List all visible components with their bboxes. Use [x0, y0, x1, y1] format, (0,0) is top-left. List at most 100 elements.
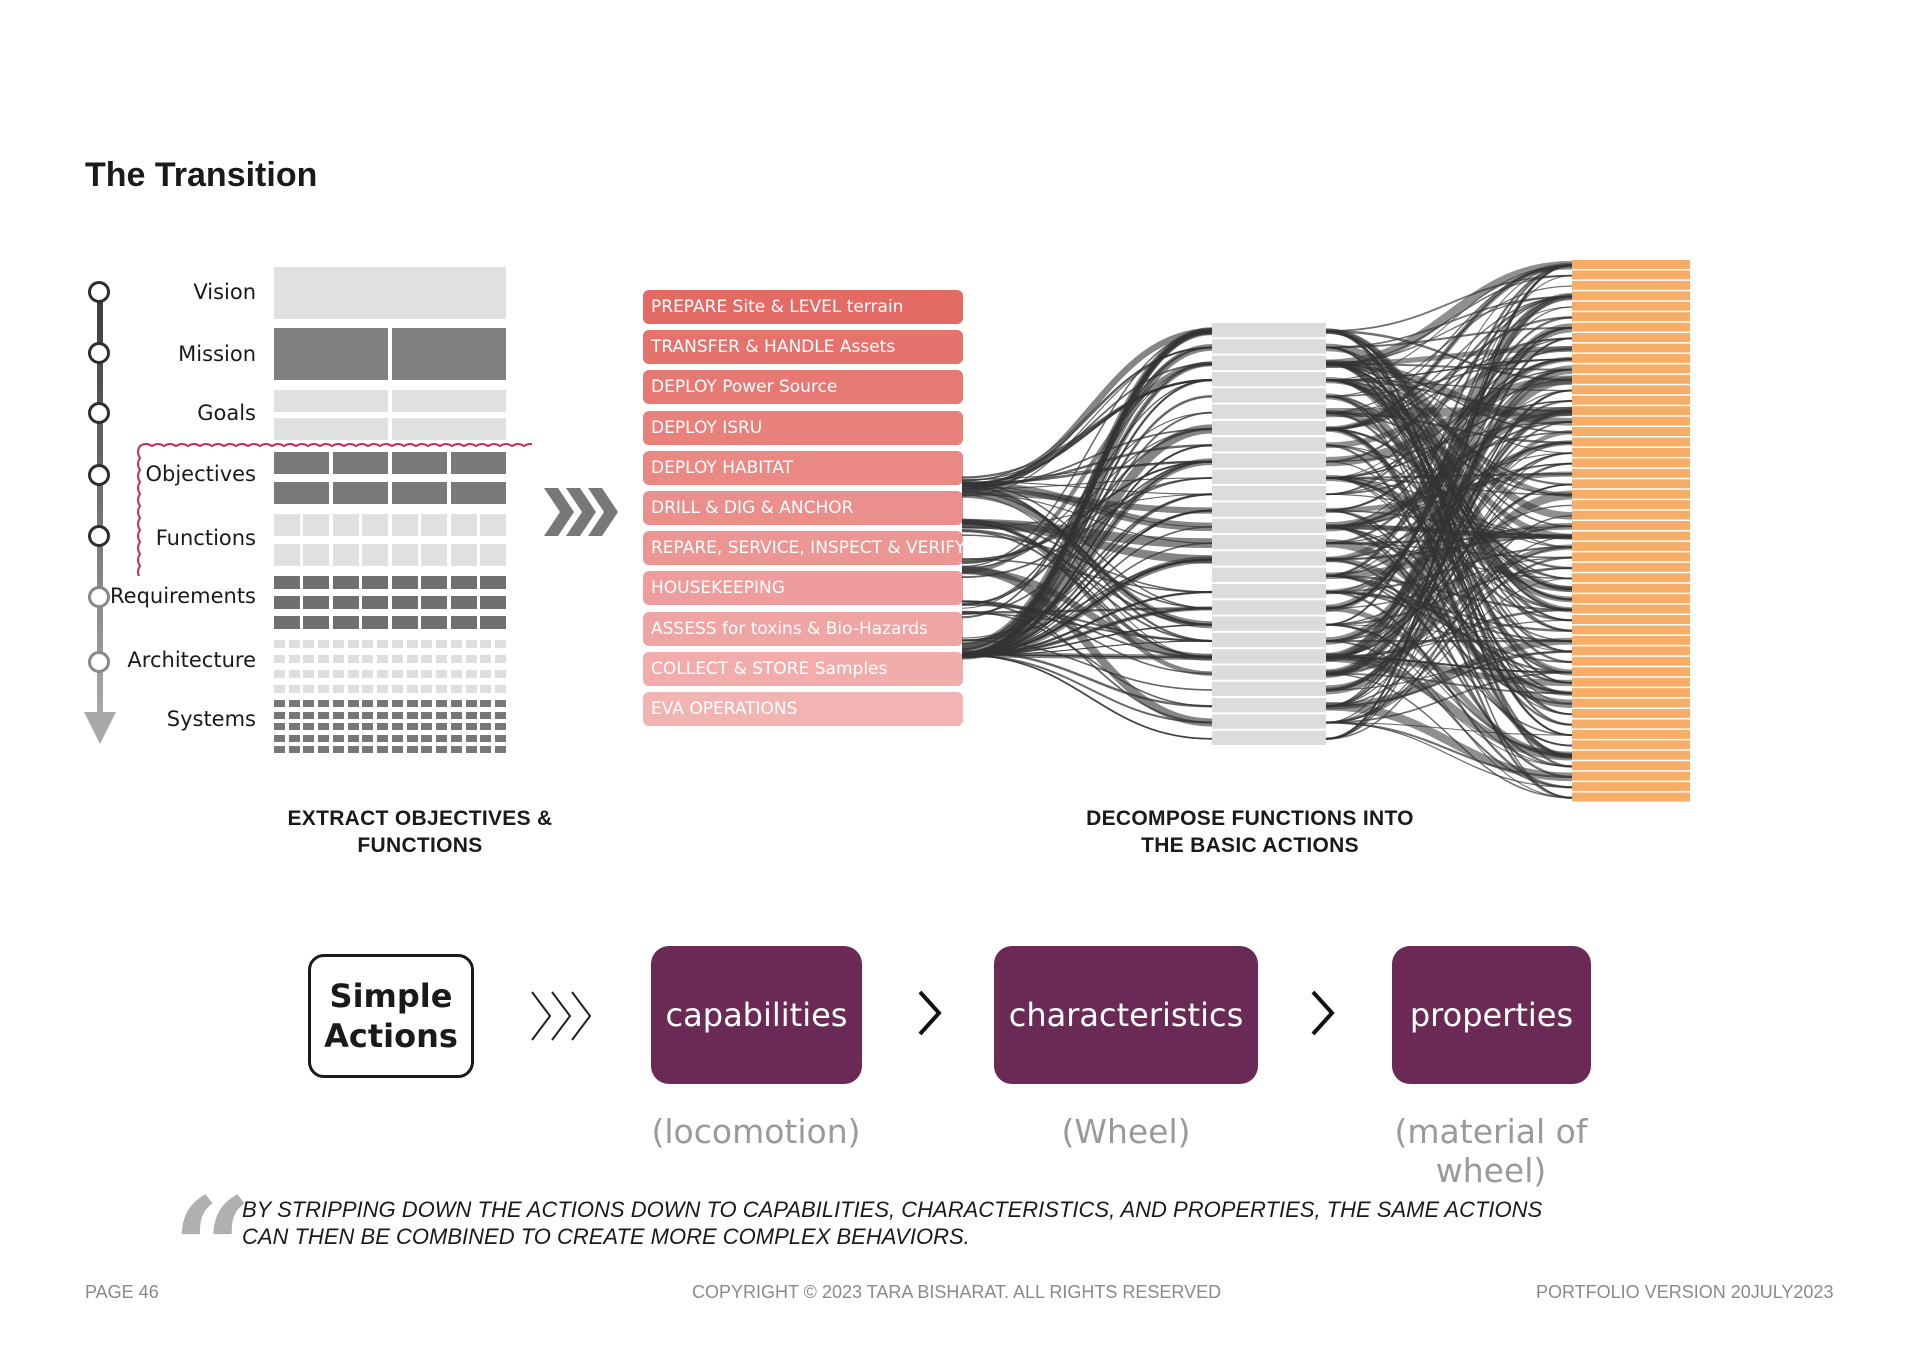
footer-version: PORTFOLIO VERSION 20JULY2023: [1536, 1282, 1834, 1302]
system-block: [362, 723, 374, 730]
architecture-block: [421, 655, 433, 663]
basic-action-bar: [1212, 339, 1326, 354]
function-block: [274, 544, 300, 566]
sankey-link: [961, 482, 1213, 610]
hierarchy-level-label: Requirements: [110, 584, 256, 608]
function-item: DEPLOY Power Source: [643, 370, 963, 405]
architecture-block: [391, 655, 403, 663]
property-bar: [1572, 698, 1690, 708]
system-block: [436, 700, 448, 707]
properties-box: properties: [1392, 946, 1591, 1084]
system-block: [421, 711, 433, 719]
requirement-block: [480, 616, 506, 629]
system-block: [391, 723, 403, 730]
system-block: [288, 700, 300, 707]
timeline-node: [88, 464, 110, 486]
sankey-link: [1325, 462, 1573, 692]
architecture-block: [362, 640, 374, 648]
function-block: [480, 514, 506, 536]
function-item: TRANSFER & HANDLE Assets: [643, 330, 963, 365]
system-block: [465, 734, 477, 742]
architecture-block: [377, 640, 389, 648]
system-block: [347, 734, 359, 742]
sankey-link: [961, 361, 1213, 574]
sankey-link: [1325, 362, 1573, 528]
architecture-block: [318, 685, 330, 693]
system-block: [303, 746, 315, 753]
sankey-link: [1325, 274, 1573, 333]
requirement-block: [303, 576, 330, 589]
system-block: [347, 746, 359, 753]
sankey-link: [961, 330, 1213, 568]
system-block: [480, 734, 492, 742]
sankey-link: [961, 444, 1213, 657]
basic-action-bar: [1212, 535, 1326, 550]
hierarchy-level-label: Vision: [193, 280, 256, 304]
property-bar: [1572, 646, 1690, 656]
architecture-block: [436, 640, 448, 648]
architecture-block: [288, 685, 300, 693]
property-bar: [1572, 792, 1690, 802]
system-block: [274, 734, 285, 742]
property-bar: [1572, 427, 1690, 437]
architecture-block: [406, 670, 418, 678]
system-block: [436, 734, 448, 742]
property-bar: [1572, 677, 1690, 687]
caption-line: DECOMPOSE FUNCTIONS INTO: [1086, 807, 1414, 830]
requirement-block: [421, 616, 448, 629]
sankey-link: [961, 600, 1213, 675]
system-block: [303, 734, 315, 742]
function-block: [391, 514, 418, 536]
sankey-link: [961, 530, 1213, 659]
basic-actions-column: [1212, 323, 1326, 745]
sankey-link: [1325, 378, 1573, 601]
architecture-block: [288, 670, 300, 678]
goal-block: [392, 418, 506, 440]
sankey-link: [961, 428, 1213, 488]
hierarchy-level-label: Goals: [197, 401, 256, 425]
sankey-link: [1325, 361, 1573, 498]
system-block: [421, 746, 433, 753]
architecture-block: [318, 640, 330, 648]
property-bar: [1572, 750, 1690, 760]
property-bar: [1572, 406, 1690, 416]
architecture-block: [274, 655, 285, 663]
arrow-down-icon: [84, 712, 116, 744]
property-bar: [1572, 521, 1690, 530]
property-bar: [1572, 333, 1690, 343]
requirement-block: [391, 616, 418, 629]
sankey-link: [1325, 378, 1573, 653]
system-block: [421, 723, 433, 730]
architecture-block: [318, 670, 330, 678]
function-item: DRILL & DIG & ANCHOR: [643, 491, 963, 525]
page-title: The Transition: [85, 156, 318, 194]
property-bar: [1572, 468, 1690, 478]
basic-action-bar: [1212, 649, 1326, 664]
sankey-link: [961, 590, 1213, 657]
characteristics-box: characteristics: [994, 946, 1258, 1084]
requirement-block: [450, 596, 477, 609]
architecture-block: [465, 685, 477, 693]
basic-action-bar: [1212, 714, 1326, 729]
system-block: [303, 711, 315, 719]
basic-action-bar: [1212, 371, 1326, 387]
requirement-block: [303, 616, 330, 629]
hierarchy-level-label: Functions: [155, 526, 256, 550]
objective-block: [333, 452, 388, 474]
system-block: [318, 734, 330, 742]
system-block: [332, 746, 344, 753]
sankey-link: [1325, 293, 1573, 660]
system-block: [465, 700, 477, 707]
property-bar: [1572, 270, 1690, 280]
function-block: [274, 514, 300, 536]
basic-action-bar: [1212, 437, 1326, 452]
architecture-block: [377, 670, 389, 678]
system-block: [495, 711, 506, 719]
chevrons-right-thin-icon: [531, 991, 592, 1041]
basic-action-bar: [1212, 551, 1326, 566]
sankey-link: [961, 565, 1213, 727]
architecture-block: [303, 655, 315, 663]
system-block: [303, 700, 315, 707]
sankey-link: [1325, 546, 1573, 594]
function-block: [362, 544, 389, 566]
